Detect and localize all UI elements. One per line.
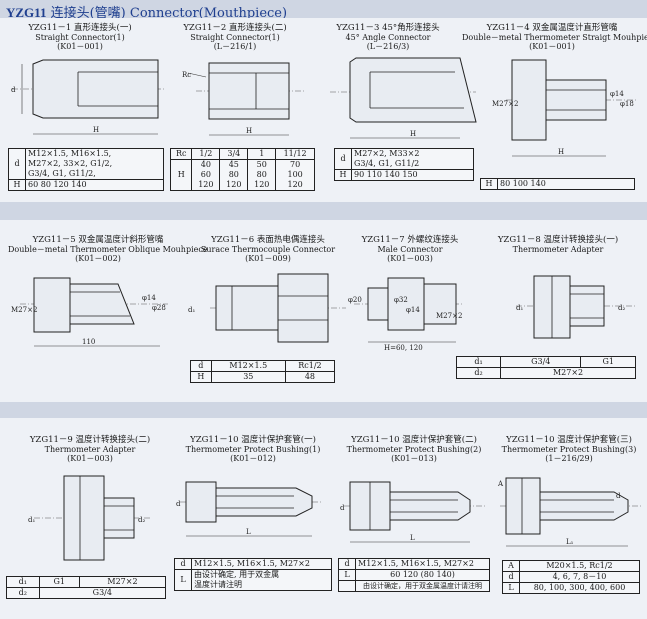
svg-text:φ20: φ20 xyxy=(348,296,362,304)
item-3-drawing: H xyxy=(330,48,478,144)
svg-text:M27×2: M27×2 xyxy=(436,312,462,320)
item-12-drawing: A d L₁ xyxy=(497,470,644,554)
svg-text:φ18: φ18 xyxy=(620,100,634,108)
svg-text:H: H xyxy=(246,127,252,135)
svg-text:d₂: d₂ xyxy=(138,516,145,524)
svg-text:d₂: d₂ xyxy=(618,304,625,312)
svg-text:H: H xyxy=(410,130,416,138)
svg-text:φ14: φ14 xyxy=(142,294,156,302)
item-9-drawing: d₁ d₂ xyxy=(28,470,154,570)
svg-text:φ14: φ14 xyxy=(610,90,624,98)
svg-text:L: L xyxy=(410,534,415,542)
svg-text:d: d xyxy=(616,492,621,500)
svg-text:φ14: φ14 xyxy=(406,306,420,314)
svg-text:A: A xyxy=(497,480,504,488)
item-4-drawing: M27×2 φ14 φ18 H xyxy=(492,52,636,172)
svg-text:110: 110 xyxy=(82,338,95,346)
page-title: YZG11 连接头(管嘴) Connector(Mouthpiece) xyxy=(6,5,288,21)
item-9-caption: YZG11－9 温度计转换接头(二)Thermometer Adapter(K0… xyxy=(29,435,151,464)
item-5-drawing: M27×2 φ14 φ28 110 xyxy=(11,272,170,352)
svg-text:d₁: d₁ xyxy=(516,304,523,312)
item-6-drawing: d₁ xyxy=(188,270,348,350)
item-11-drawing: d L xyxy=(340,472,490,552)
svg-text:L: L xyxy=(246,528,251,536)
svg-text:H=60, 120: H=60, 120 xyxy=(384,344,423,352)
item-7-drawing: φ20 φ32 φ14 M27×2 H=60, 120 xyxy=(348,270,462,352)
dim-rc-label: Rc xyxy=(182,71,191,79)
dim-d-label: d xyxy=(11,86,16,94)
svg-text:M27×2: M27×2 xyxy=(492,100,518,108)
item-12-caption: YZG11－10 温度计保护套管(三)Thermometer Protect B… xyxy=(501,435,637,464)
item-11-caption: YZG11－10 温度计保护套管(二)Thermometer Protect B… xyxy=(346,435,482,464)
svg-text:d: d xyxy=(176,500,181,508)
svg-text:d: d xyxy=(340,504,345,512)
item-10-caption: YZG11－10 温度计保护套管(一)Thermometer Protect B… xyxy=(185,435,321,464)
dim-h-label: H xyxy=(93,126,99,134)
svg-text:φ32: φ32 xyxy=(394,296,408,304)
item-2-drawing: Rc H xyxy=(182,55,312,145)
svg-text:d₁: d₁ xyxy=(188,306,195,314)
item-8-caption: YZG11－8 温度计转换接头(一)Thermometer Adapter xyxy=(497,235,619,255)
svg-text:H: H xyxy=(558,148,564,156)
item-8-drawing: d₁ d₂ xyxy=(516,268,636,354)
item-2-caption: YZG11－2 直形连接头(二)Straight Connector(1)(L－… xyxy=(183,23,287,52)
svg-text:M27×2: M27×2 xyxy=(11,306,37,314)
item-1-drawing: d H xyxy=(11,54,168,144)
svg-text:L₁: L₁ xyxy=(566,538,574,546)
item-10-drawing: d L xyxy=(176,472,326,548)
svg-text:d₁: d₁ xyxy=(28,516,35,524)
item-1-caption: YZG11－1 直形连接头(一)Straight Connector(1)(K0… xyxy=(28,23,132,52)
svg-text:φ28: φ28 xyxy=(152,304,166,312)
